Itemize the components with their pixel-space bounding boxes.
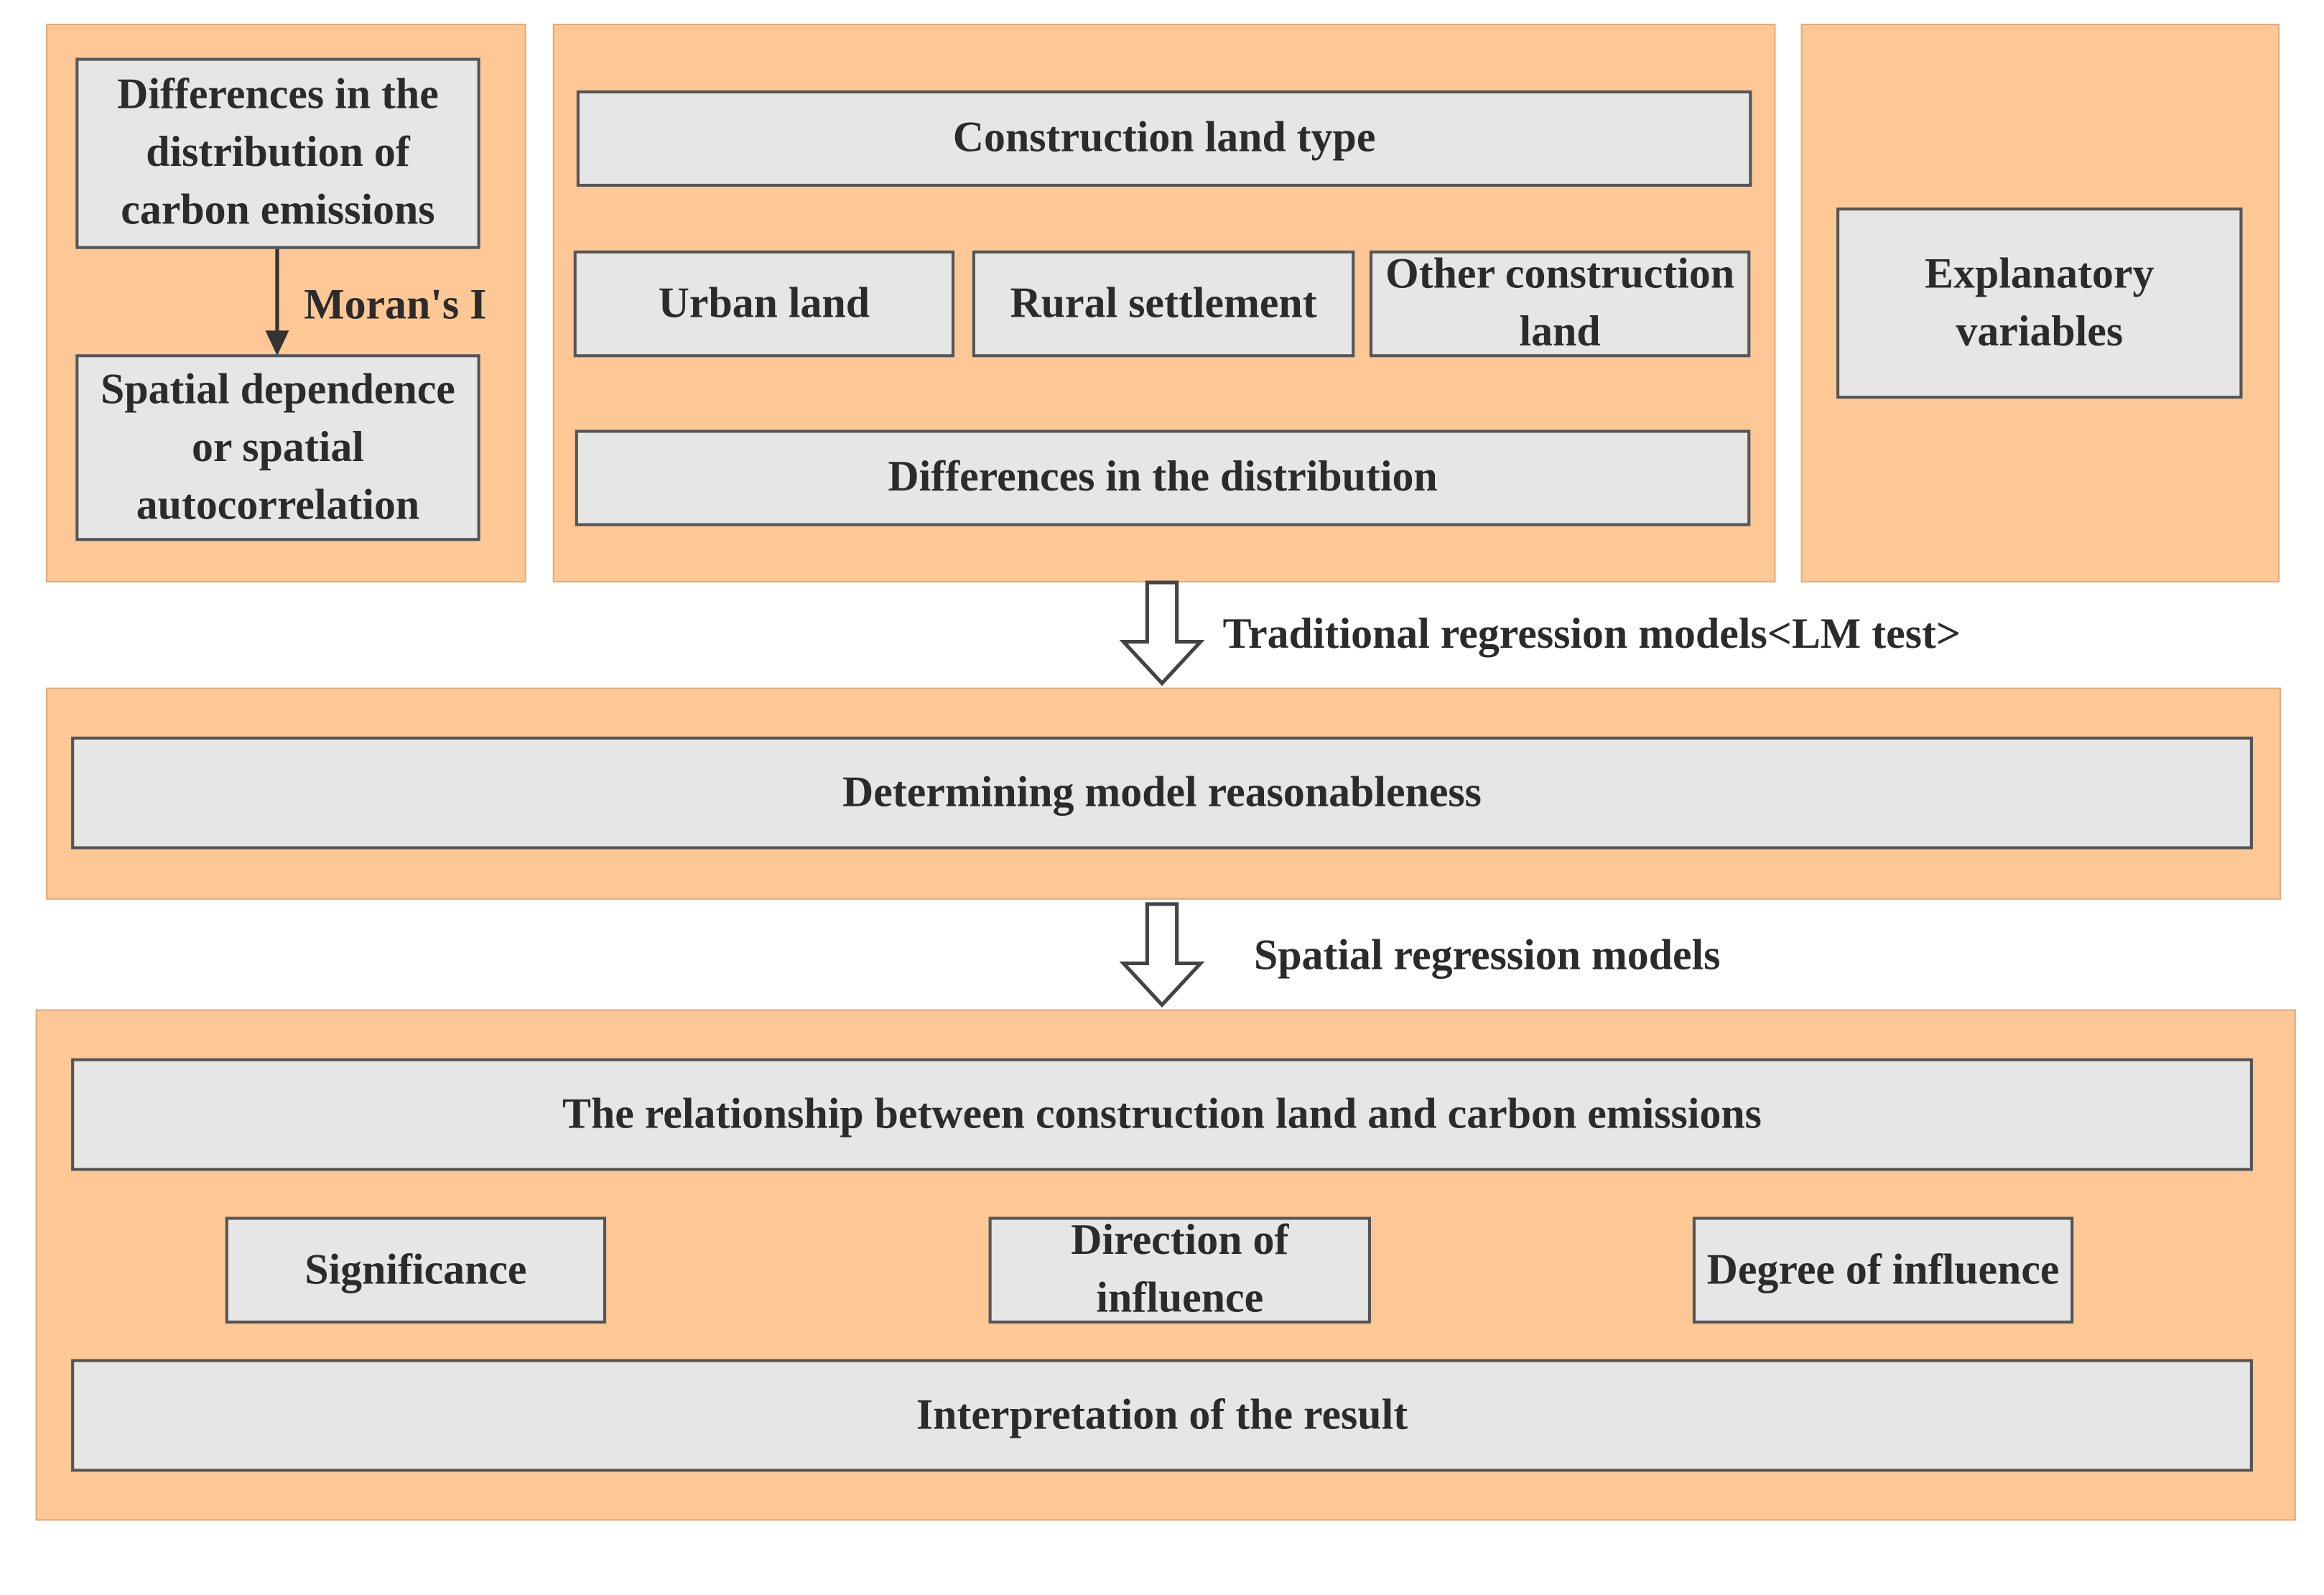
carbon-distribution-box: Differences in the distribution of carbo… [75,57,480,249]
traditional-regression-label: Traditional regression models<LM test> [1222,610,1961,659]
degree-of-influence-box: Degree of influence [1692,1217,2074,1324]
model-reasonableness-box: Determining model reasonableness [71,736,2253,850]
relationship-box: The relationship between construction la… [71,1058,2253,1171]
distribution-differences-box: Differences in the distribution [575,429,1751,526]
direction-of-influence-box: Direction of influence [988,1217,1372,1324]
spatial-dependence-box: Spatial dependence or spatial autocorrel… [75,354,480,541]
hollow-arrow-1 [1119,580,1205,687]
urban-land-box: Urban land [573,250,955,358]
explanatory-variables-box: Explanatory variables [1836,207,2243,399]
rural-settlement-box: Rural settlement [972,250,1355,358]
construction-land-type-box: Construction land type [576,90,1752,187]
morans-i-label: Moran's I [304,282,487,330]
spatial-regression-label: Spatial regression models [1253,932,1721,980]
other-construction-land-box: Other construction land [1369,250,1751,358]
hollow-arrow-2 [1119,902,1205,1008]
interpretation-box: Interpretation of the result [71,1359,2253,1472]
significance-box: Significance [225,1217,607,1324]
morans-i-arrow [265,248,289,356]
